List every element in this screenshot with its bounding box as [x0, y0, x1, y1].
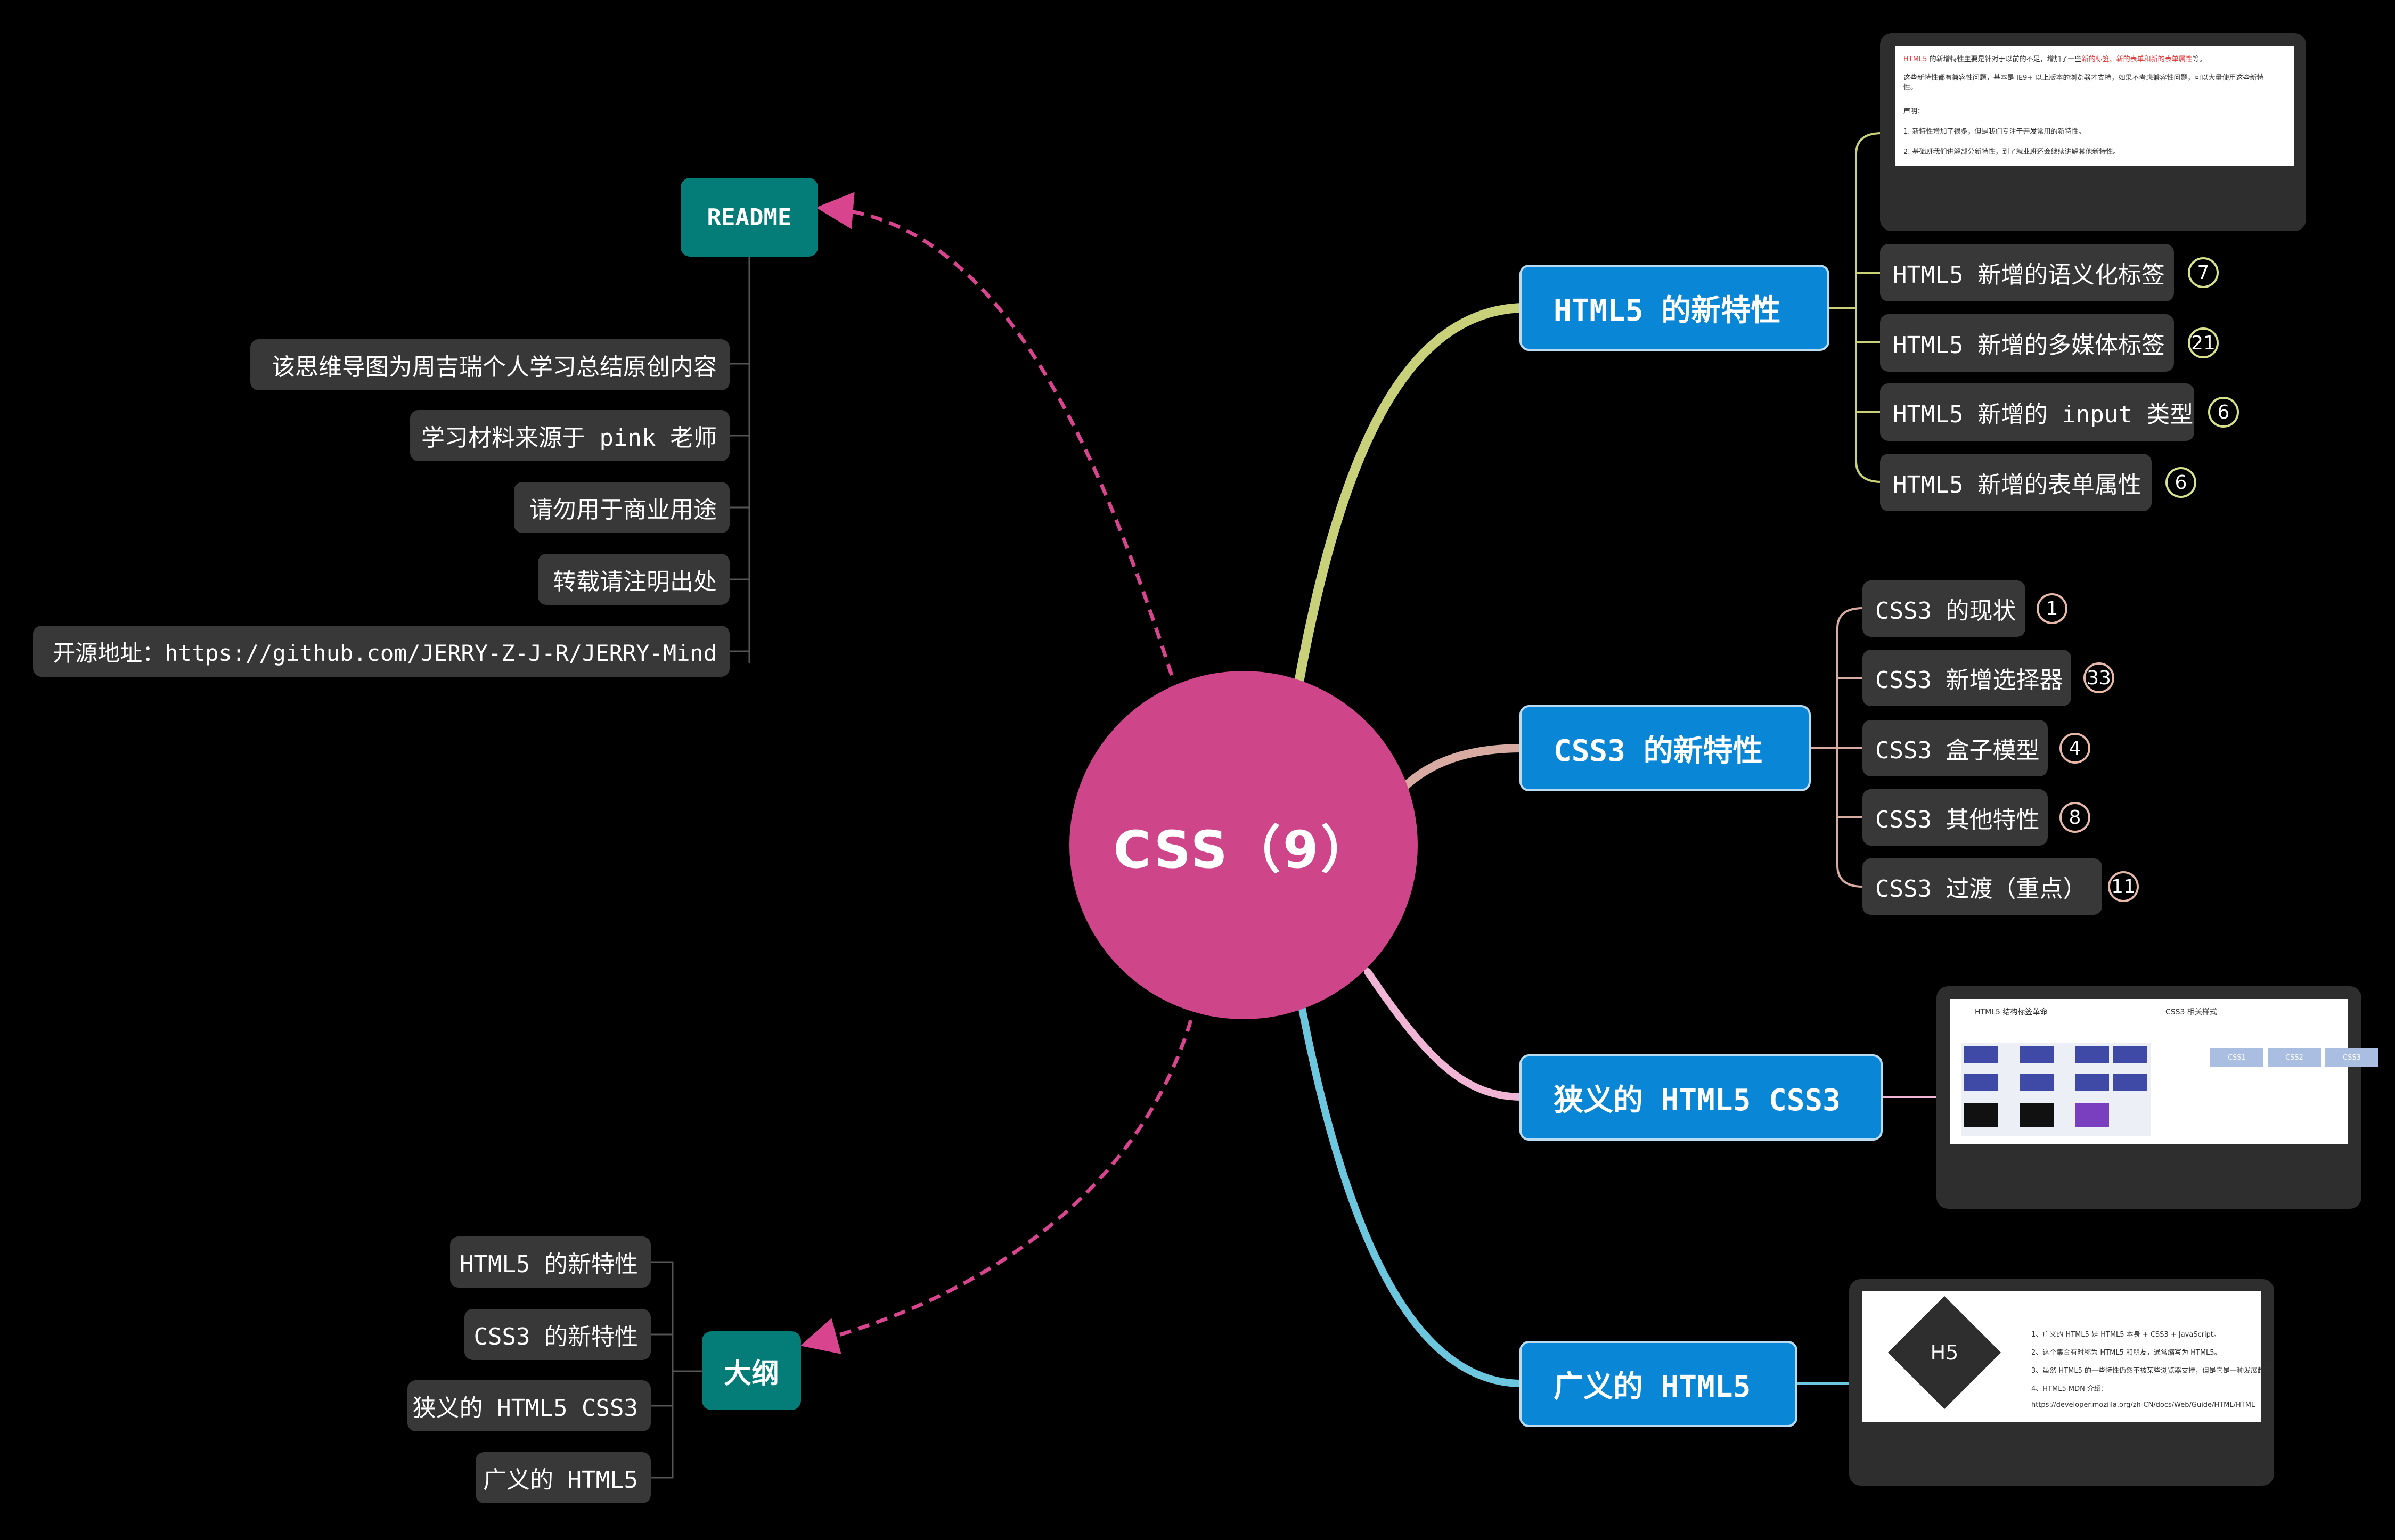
image-text: 4、HTML5 MDN 介绍： [2031, 1385, 2108, 1393]
outline-item-html5[interactable]: HTML5 的新特性 [450, 1236, 651, 1288]
css3-child-box-model[interactable]: CSS3 盒子模型 [1862, 720, 2048, 776]
css3-branch-line [1402, 744, 1526, 790]
count-badge: 6 [2165, 467, 2196, 498]
readme-dashed-link [816, 192, 1174, 676]
css3-child-selectors[interactable]: CSS3 新增选择器 [1862, 650, 2071, 706]
image-text: 1. 新特性增加了很多，但是我们专注于开发常用的新特性。 [1903, 128, 2086, 136]
center-topic[interactable]: CSS（9） [1069, 671, 1418, 1019]
readme-note-4[interactable]: 转载请注明出处 [538, 554, 730, 605]
outline-item-broad[interactable]: 广义的 HTML5 [476, 1452, 651, 1503]
image-text: 声明： [1903, 108, 1925, 116]
image-text: 的新增特性主要是针对于以前的不足，增加了一些 [1927, 55, 2082, 63]
readme-note-github[interactable]: 开源地址：https://github.com/JERRY-Z-J-R/JERR… [33, 626, 730, 677]
diagram-block [2113, 1074, 2147, 1091]
broad-intro-image: H5 1、广义的 HTML5 是 HTML5 本身 + CSS3 + JavaS… [1862, 1291, 2278, 1422]
image-text: 1、广义的 HTML5 是 HTML5 本身 + CSS3 + JavaScri… [2031, 1331, 2221, 1339]
diagram-block [2113, 1046, 2147, 1063]
outline-node[interactable]: 大纲 [702, 1331, 801, 1410]
css-version-cell: CSS2 [2268, 1048, 2321, 1067]
html5-intro-image: HTML5 的新增特性主要是针对于以前的不足，增加了一些新的标签、新的表单和新的… [1895, 46, 2294, 166]
branch-narrow-html5-css3[interactable]: 狭义的 HTML5 CSS3 [1519, 1054, 1883, 1141]
image-text: HTML5 结构标签革命 [1975, 1008, 2048, 1017]
broad-branch-line [1298, 1005, 1526, 1387]
outline-dashed-link [800, 1019, 1193, 1354]
readme-note-1[interactable]: 该思维导图为周吉瑞个人学习总结原创内容 [250, 339, 730, 390]
image-text: 3、虽然 HTML5 的一些特性仍然不被某些浏览器支持，但是它是一种发展趋势。 [2031, 1367, 2278, 1375]
diagram-block [2020, 1046, 2054, 1063]
diagram-block [2020, 1074, 2054, 1091]
count-badge: 7 [2188, 257, 2219, 288]
diagram-block [2020, 1103, 2054, 1127]
narrow-diagram-image: HTML5 结构标签革命 CSS3 相关样式 CSS1 CSS2 CSS3 [1950, 999, 2378, 1144]
diagram-block [1964, 1074, 1998, 1091]
h5-logo-text: H5 [1930, 1341, 1959, 1364]
html5-child-media-tags[interactable]: HTML5 新增的多媒体标签 [1880, 314, 2174, 372]
html5-child-input-types[interactable]: HTML5 新增的 input 类型 [1880, 383, 2194, 441]
outline-item-css3[interactable]: CSS3 的新特性 [464, 1309, 651, 1360]
count-badge: 21 [2188, 327, 2219, 358]
css-version-cell: CSS3 [2325, 1048, 2378, 1067]
image-text: 等。 [2192, 55, 2206, 63]
diagram-block [2075, 1074, 2109, 1091]
html5-child-semantic-tags[interactable]: HTML5 新增的语义化标签 [1880, 244, 2174, 301]
image-text: 这些新特性都有兼容性问题，基本是 IE9+ 以上版本的浏览器才支持，如果不考虑兼… [1903, 74, 2264, 92]
css3-child-status[interactable]: CSS3 的现状 [1862, 580, 2025, 637]
count-badge: 8 [2059, 802, 2090, 833]
image-text: 新的标签、新的表单和新的表单属性 [2081, 55, 2193, 63]
image-text: CSS3 相关样式 [2165, 1008, 2217, 1017]
narrow-branch-line [1364, 968, 1526, 1101]
image-text: HTML5 [1903, 55, 1927, 63]
image-text: 2. 基础班我们讲解部分新特性，到了就业班还会继续讲解其他新特性。 [1903, 148, 2120, 156]
diagram-block [1964, 1103, 1998, 1127]
diagram-block [1964, 1046, 1998, 1063]
readme-note-2[interactable]: 学习材料来源于 pink 老师 [410, 410, 730, 461]
outline-item-narrow[interactable]: 狭义的 HTML5 CSS3 [407, 1380, 651, 1431]
css3-child-transition[interactable]: CSS3 过渡（重点） [1862, 858, 2102, 915]
html5-child-form-attributes[interactable]: HTML5 新增的表单属性 [1880, 454, 2152, 511]
image-text: https://developer.mozilla.org/zh-CN/docs… [2031, 1401, 2255, 1409]
html5-branch-line [1295, 303, 1527, 684]
diagram-block [2075, 1046, 2109, 1063]
branch-broad-html5[interactable]: 广义的 HTML5 [1519, 1341, 1797, 1427]
branch-css3-new-features[interactable]: CSS3 的新特性 [1519, 705, 1811, 791]
count-badge: 4 [2059, 733, 2090, 764]
count-badge: 33 [2083, 662, 2114, 693]
diagram-block [2075, 1103, 2109, 1127]
count-badge: 6 [2208, 397, 2239, 428]
branch-html5-new-features[interactable]: HTML5 的新特性 [1519, 265, 1829, 351]
readme-node[interactable]: README [681, 178, 818, 257]
count-badge: 1 [2037, 593, 2067, 624]
readme-note-3[interactable]: 请勿用于商业用途 [514, 482, 730, 533]
css3-child-other[interactable]: CSS3 其他特性 [1862, 789, 2048, 846]
image-text: 2、这个集合有时称为 HTML5 和朋友，通常缩写为 HTML5。 [2031, 1349, 2221, 1357]
css-version-cell: CSS1 [2210, 1048, 2263, 1067]
count-badge: 11 [2108, 871, 2139, 902]
